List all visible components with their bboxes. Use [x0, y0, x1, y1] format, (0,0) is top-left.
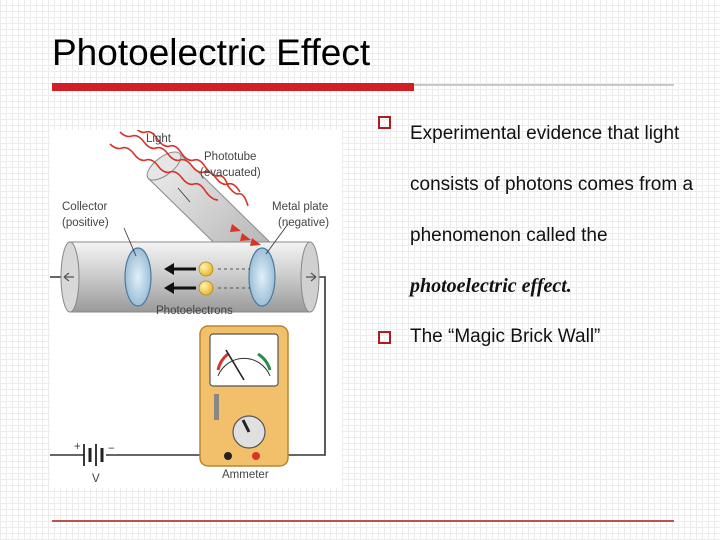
collector-label: Collector [62, 201, 108, 213]
bullet-text: Experimental evidence that light consist… [410, 108, 698, 312]
label-leaders [123, 187, 289, 257]
bullet-text-emphasis: photoelectric effect. [410, 275, 572, 297]
square-bullet-icon [378, 331, 391, 344]
battery-minus-label: − [108, 443, 115, 455]
metal-plate [248, 247, 276, 307]
battery-plus-label: + [74, 441, 81, 453]
photoelectrons [164, 261, 250, 296]
bullet-list: Experimental evidence that light consist… [378, 116, 698, 351]
photoelectrons-label: Photoelectrons [156, 305, 233, 317]
phototube-sublabel: (evacuated) [200, 167, 261, 179]
bullet-text-plain: The “Magic Brick Wall” [410, 326, 601, 347]
metal-plate-label: Metal plate [272, 201, 328, 213]
light-rays [109, 130, 261, 246]
collector-sublabel: (positive) [62, 217, 109, 229]
footer-divider [52, 520, 674, 522]
metal-plate-sublabel: (negative) [278, 217, 329, 229]
bullet-text-plain: Experimental evidence that light consist… [410, 123, 694, 246]
light-label: Light [146, 133, 172, 145]
photoelectric-diagram: Light Phototube (evacuated) Collector (p… [50, 130, 342, 488]
battery-icon [83, 444, 104, 466]
ammeter-label: Ammeter [222, 469, 269, 481]
title-accent-bar [52, 83, 414, 91]
battery-voltage-label: V [92, 473, 100, 485]
ammeter [199, 325, 289, 467]
phototube-label: Phototube [204, 151, 256, 163]
square-bullet-icon [378, 116, 391, 129]
bullet-item-brick-wall: The “Magic Brick Wall” [378, 323, 698, 351]
bullet-item-evidence: Experimental evidence that light consist… [378, 108, 698, 312]
phototube-body [60, 241, 320, 313]
slide-title: Photoelectric Effect [52, 32, 371, 73]
bullet-text: The “Magic Brick Wall” [410, 323, 698, 351]
collector-plate [124, 247, 152, 307]
